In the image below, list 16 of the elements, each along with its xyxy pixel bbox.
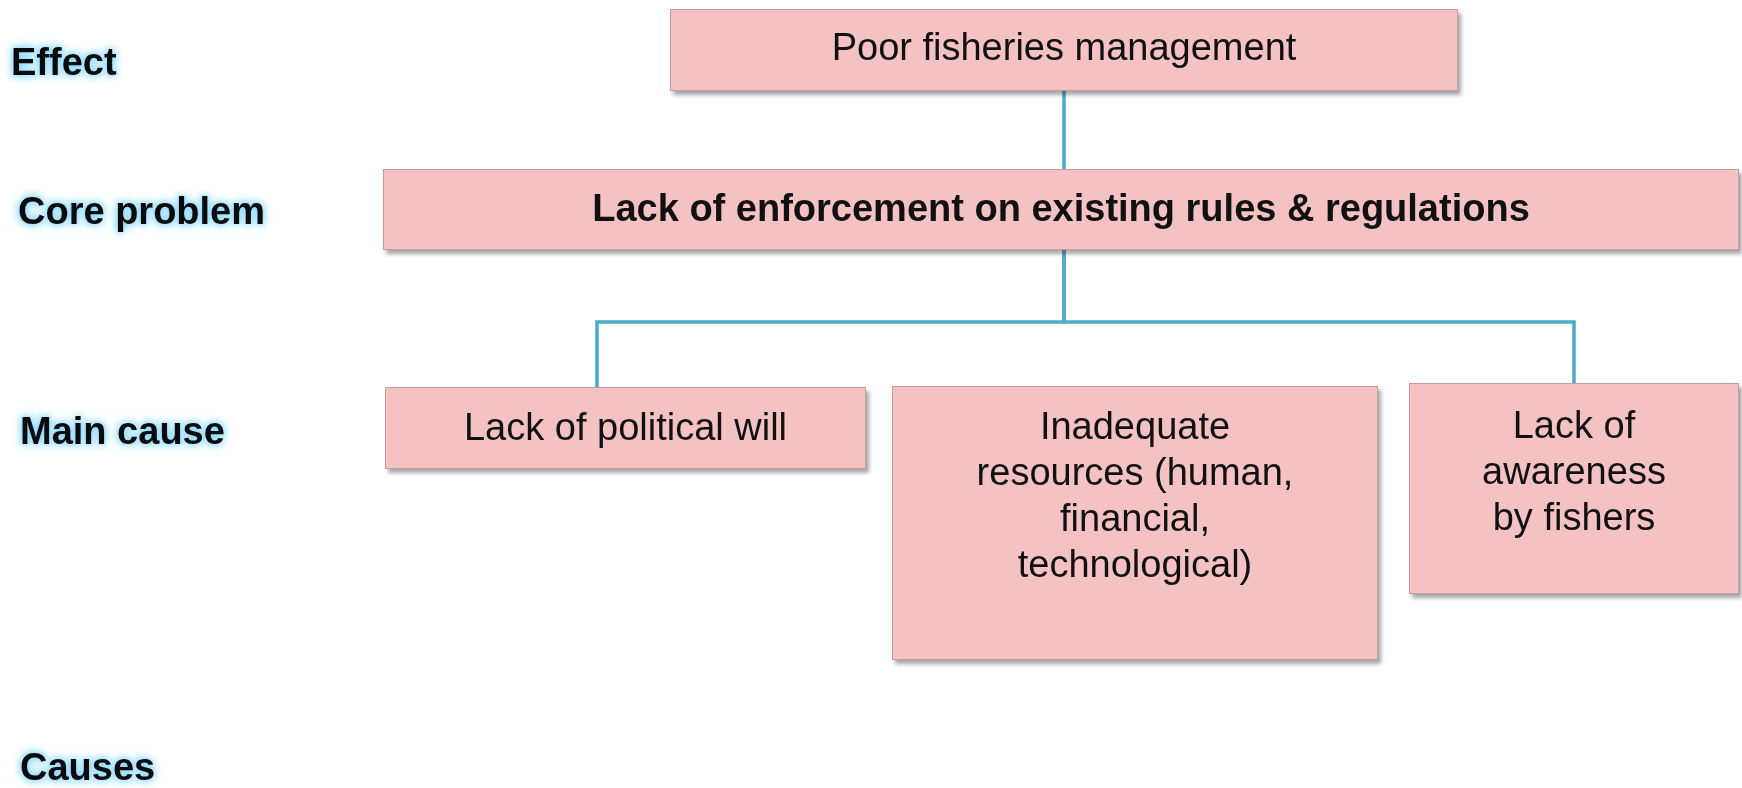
cause-box [383, 169, 1739, 250]
level-label: Main cause [20, 409, 225, 453]
level-label: Causes [20, 745, 156, 788]
cause-box [670, 9, 1458, 91]
box-text: Inadequate resources (human, financial, technological) [975, 404, 1295, 587]
level-label: Effect [11, 40, 117, 84]
connector-line [1062, 91, 1066, 169]
box-text: Lack of awareness by fishers [1481, 403, 1667, 540]
box-text: Lack of enforcement on existing rules & regulations [591, 186, 1531, 231]
box-text: Lack of political will [462, 405, 789, 450]
cause-box [892, 386, 1378, 660]
cause-box [385, 387, 866, 469]
connector-line [1062, 250, 1576, 383]
box-text: Poor fisheries management [830, 25, 1298, 70]
level-label: Core problem [18, 189, 266, 233]
cause-box [1409, 383, 1739, 594]
